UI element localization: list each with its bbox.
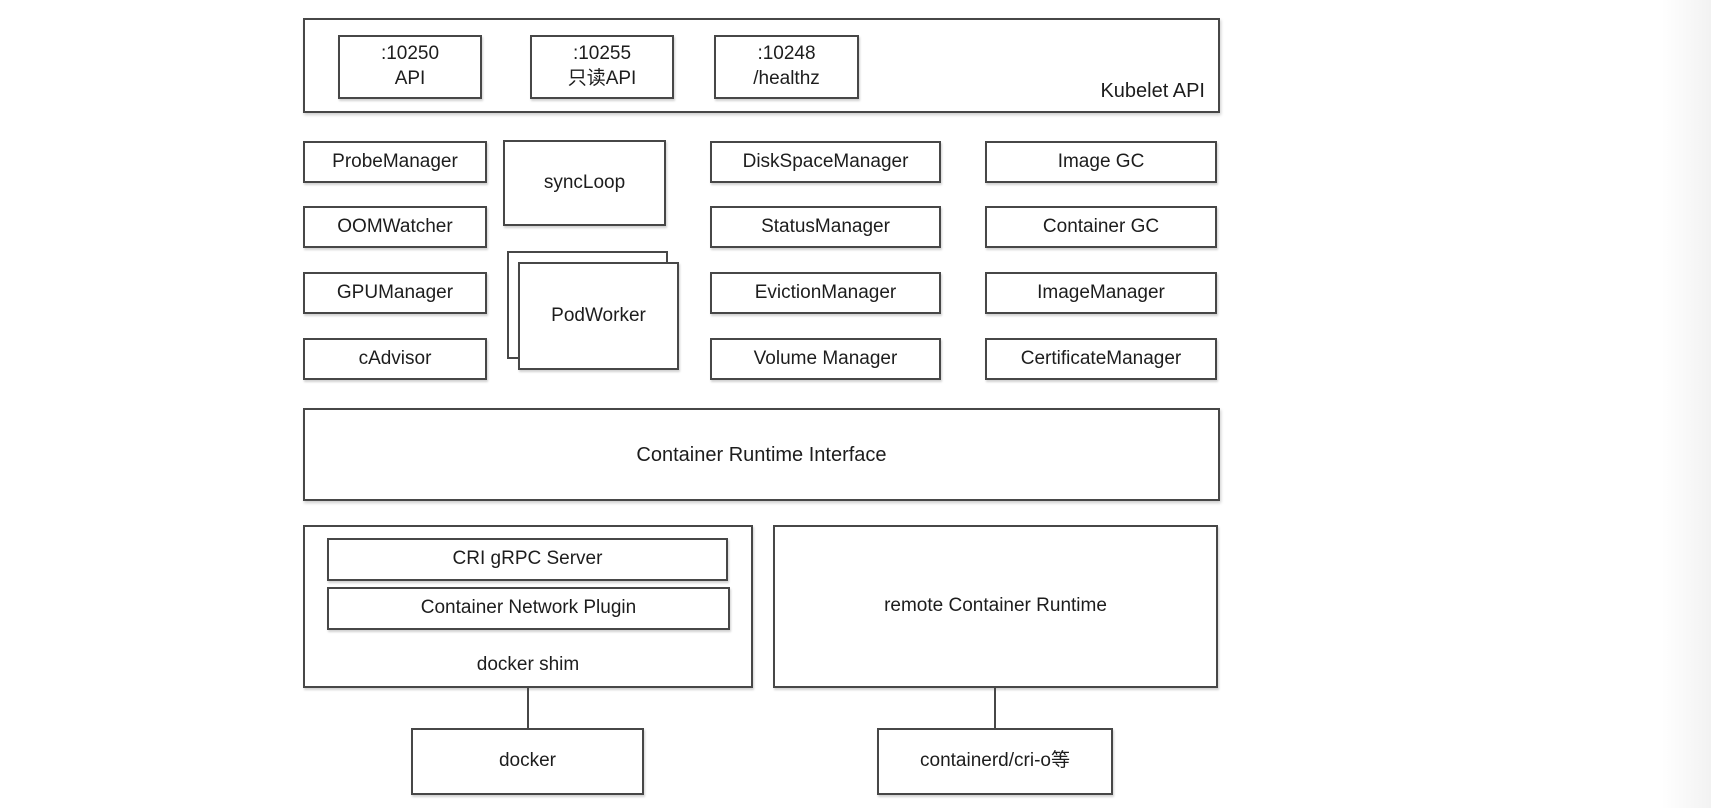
probemanager-box: ProbeManager xyxy=(303,141,487,183)
port-10248-number: :10248 xyxy=(757,43,816,65)
port-10255-box: :10255 只读API xyxy=(530,35,674,99)
containergc-box: Container GC xyxy=(985,206,1217,248)
docker-shim-label: docker shim xyxy=(476,654,580,675)
port-10255-number: :10255 xyxy=(572,43,632,65)
imagemanager-box: ImageManager xyxy=(985,272,1217,314)
port-10250-desc: API xyxy=(394,68,426,89)
container-network-plugin-box: Container Network Plugin xyxy=(327,587,730,630)
syncloop-box: syncLoop xyxy=(503,140,666,226)
containerd-box: containerd/cri-o等 xyxy=(877,728,1113,795)
port-10250-box: :10250 API xyxy=(338,35,482,99)
port-10250-number: :10250 xyxy=(380,43,440,65)
cadvisor-box: cAdvisor xyxy=(303,338,487,380)
imagegc-box: Image GC xyxy=(985,141,1217,183)
port-10248-box: :10248 /healthz xyxy=(714,35,859,99)
diskspacemanager-box: DiskSpaceManager xyxy=(710,141,941,183)
kubelet-api-label: Kubelet API xyxy=(1100,80,1205,102)
statusmanager-box: StatusManager xyxy=(710,206,941,248)
remote-container-runtime-box: remote Container Runtime xyxy=(773,525,1218,688)
oomwatcher-box: OOMWatcher xyxy=(303,206,487,248)
docker-box: docker xyxy=(411,728,644,795)
gpumanager-box: GPUManager xyxy=(303,272,487,314)
right-edge-gradient xyxy=(1661,0,1711,808)
port-10248-desc: /healthz xyxy=(753,68,820,89)
podworker-box: PodWorker xyxy=(518,262,679,370)
connector-docker-line xyxy=(527,688,529,728)
cri-box: Container Runtime Interface xyxy=(303,408,1220,501)
evictionmanager-box: EvictionManager xyxy=(710,272,941,314)
port-10255-desc: 只读API xyxy=(567,68,637,89)
connector-containerd-line xyxy=(994,688,996,728)
cri-grpc-server-box: CRI gRPC Server xyxy=(327,538,728,581)
volumemanager-box: Volume Manager xyxy=(710,338,941,380)
certificatemanager-box: CertificateManager xyxy=(985,338,1217,380)
